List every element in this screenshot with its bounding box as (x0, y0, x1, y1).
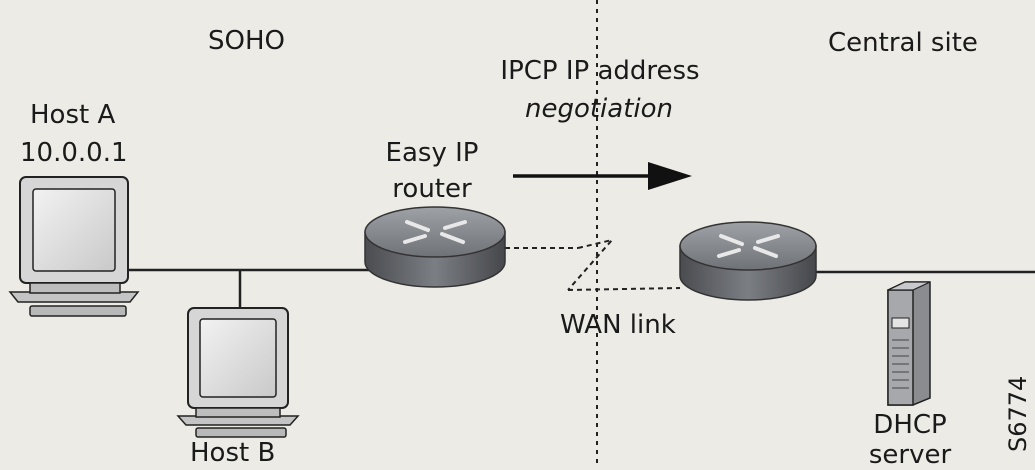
figure-id-label: S6774 (1004, 375, 1032, 452)
easy-ip-label-line2: router (392, 174, 472, 204)
central-router-icon (679, 221, 817, 301)
host-a-computer-icon (8, 176, 140, 317)
easy-ip-label-line1: Easy IP (385, 138, 479, 168)
wan-link-label: WAN link (560, 310, 676, 340)
wan-link-line (505, 238, 681, 291)
easy-ip-router-icon (364, 206, 506, 288)
dhcp-server-icon (887, 281, 931, 406)
soho-label: SOHO (208, 26, 285, 56)
negotiation-line2: negotiation (524, 94, 674, 124)
dhcp-label-line2: server (868, 440, 952, 470)
host-b-computer-icon (176, 307, 300, 438)
dhcp-label-line1: DHCP (873, 410, 947, 440)
host-a-name: Host A (30, 100, 116, 130)
central-site-label: Central site (828, 28, 978, 58)
host-a-ip: 10.0.0.1 (20, 138, 128, 168)
negotiation-line1: IPCP IP address (500, 56, 700, 86)
host-b-name: Host B (190, 438, 276, 468)
negotiation-arrow (513, 162, 692, 190)
